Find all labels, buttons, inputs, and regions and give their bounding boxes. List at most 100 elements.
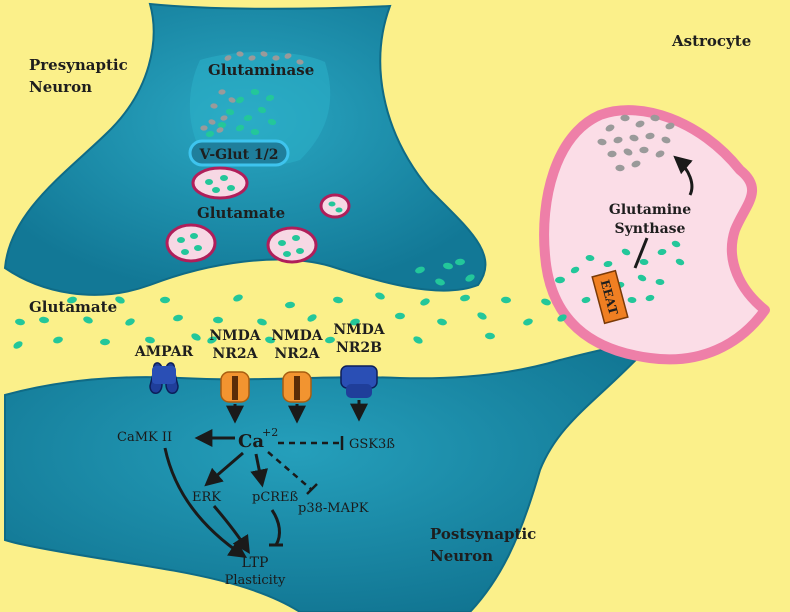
glutamine-molecule (236, 51, 244, 57)
glutamine-molecule (284, 53, 292, 59)
postsynaptic-label: Postsynaptic (430, 525, 536, 543)
glutamate-molecule (115, 296, 125, 304)
glutamate-molecule (671, 240, 681, 248)
glutamate-molecule (675, 258, 685, 266)
receptor-sublabel-nr2a-2: NR2A (274, 346, 320, 362)
glutamine-molecule (631, 160, 641, 168)
glutamate-molecule (15, 318, 25, 326)
eaat-connector (633, 237, 649, 269)
glutamate-molecule (213, 316, 223, 324)
receptor-sublabel-nr2a-1: NR2A (212, 346, 258, 362)
receptor-sublabel-nr2b: NR2B (336, 340, 382, 356)
glutamine-molecule (218, 89, 226, 95)
glutamine-molecule (296, 59, 304, 65)
glutamine-molecule (224, 55, 232, 61)
glutamine-synthase-label-1: Glutamine (609, 202, 691, 218)
glutamate-molecule (621, 248, 631, 256)
glutamine-molecule (200, 125, 208, 131)
ampar-receptor (149, 362, 179, 394)
glutamate-molecule (485, 332, 495, 340)
glutamine-molecule (635, 120, 645, 128)
presynaptic-label: Presynaptic (29, 56, 128, 74)
glutamate-molecule (243, 114, 253, 122)
glutamine-molecule (650, 114, 660, 122)
glutamine-molecule (629, 134, 639, 142)
glutamate-molecule (455, 258, 465, 266)
glutamine-molecule (272, 55, 280, 61)
vglut-label: V-Glut 1/2 (198, 147, 278, 163)
postsynaptic-neuron-label: Neuron (430, 547, 493, 565)
astrocyte-label: Astrocyte (671, 32, 751, 50)
glutamine-molecule (620, 114, 630, 122)
eaat-transporter: EEAT (591, 269, 629, 325)
glutamine-molecule (661, 136, 671, 144)
glutamate-molecule (477, 312, 487, 320)
glutamate-molecule (325, 336, 335, 344)
glutamate-molecule (100, 338, 110, 346)
receptor-label-nmda-3: NMDA (333, 322, 385, 338)
glutamate-molecule (585, 254, 595, 262)
glutamine-molecule (665, 122, 675, 130)
glutamate-molecule (627, 296, 637, 304)
glutamate-molecule (207, 336, 217, 344)
glutamate-molecule (333, 296, 343, 304)
arrow-ca-pcreb (250, 453, 269, 488)
glutaminase-label: Glutaminase (208, 61, 314, 79)
glutamate-molecule (67, 296, 77, 304)
receptor-label-ampar: AMPAR (134, 344, 194, 360)
glutamate-molecule (233, 294, 243, 302)
nmda-nr2a-receptor (282, 371, 312, 403)
glutamine-molecule (639, 146, 649, 154)
glutamine-molecule (605, 124, 615, 132)
vesicle (266, 226, 318, 264)
glutamate-molecule (267, 118, 277, 126)
receptor-label-nmda-2: NMDA (271, 328, 323, 344)
glutamine-molecule (248, 55, 256, 61)
arrow-camk-ltp (163, 447, 247, 558)
glutamine-molecule (615, 164, 625, 172)
glutamine-molecule (260, 51, 268, 57)
inhibit-ca-p38 (267, 451, 313, 491)
glutamate-molecule (53, 336, 63, 344)
glutamate-molecule (13, 341, 23, 349)
glutamate-molecule (415, 266, 425, 274)
glutamate-molecule (460, 294, 470, 302)
glutamine-molecule (655, 150, 665, 158)
glutamate-molecule (125, 318, 135, 326)
glutamate-molecule (645, 294, 655, 302)
glutamate-molecule (581, 296, 591, 304)
glutamate-molecule (657, 248, 667, 256)
glutamate-molecule (173, 314, 183, 322)
glutamate-molecule (191, 333, 201, 341)
camk-label: CaMK II (117, 430, 172, 445)
inhibit-bar-p38 (306, 483, 318, 495)
arrow-ca-erk (204, 451, 244, 487)
glutamate-molecule (250, 128, 260, 136)
glutamate-molecule (557, 314, 567, 322)
glutamate-molecule (235, 124, 245, 132)
glutamate-molecule (435, 278, 445, 286)
pcreb-label: pCREß (252, 490, 299, 505)
glutamate-molecule (443, 262, 453, 270)
glutamate-molecule (205, 130, 215, 138)
glutamate-molecule (265, 94, 275, 102)
nmda-nr2a-receptor (220, 371, 250, 403)
glutamine-molecule (607, 150, 617, 158)
glutamate-vesicle-label: Glutamate (197, 204, 285, 222)
glutamine-synthase-label-2: Synthase (615, 221, 686, 237)
postsynaptic-neuron (4, 343, 652, 612)
glutamate-molecule (350, 318, 360, 326)
glutamate-molecule (465, 274, 475, 282)
glutamate-molecule (83, 316, 93, 324)
glutamate-molecule (523, 318, 533, 326)
glutamate-molecule (250, 88, 260, 96)
vesicle (319, 193, 351, 219)
glutamate-molecule (257, 106, 267, 114)
glutamate-molecule (257, 318, 267, 326)
glutamine-molecule (613, 136, 623, 144)
glutamate-molecule (160, 296, 170, 304)
glutamine-molecule (208, 119, 216, 125)
glutamate-molecule (39, 316, 49, 324)
